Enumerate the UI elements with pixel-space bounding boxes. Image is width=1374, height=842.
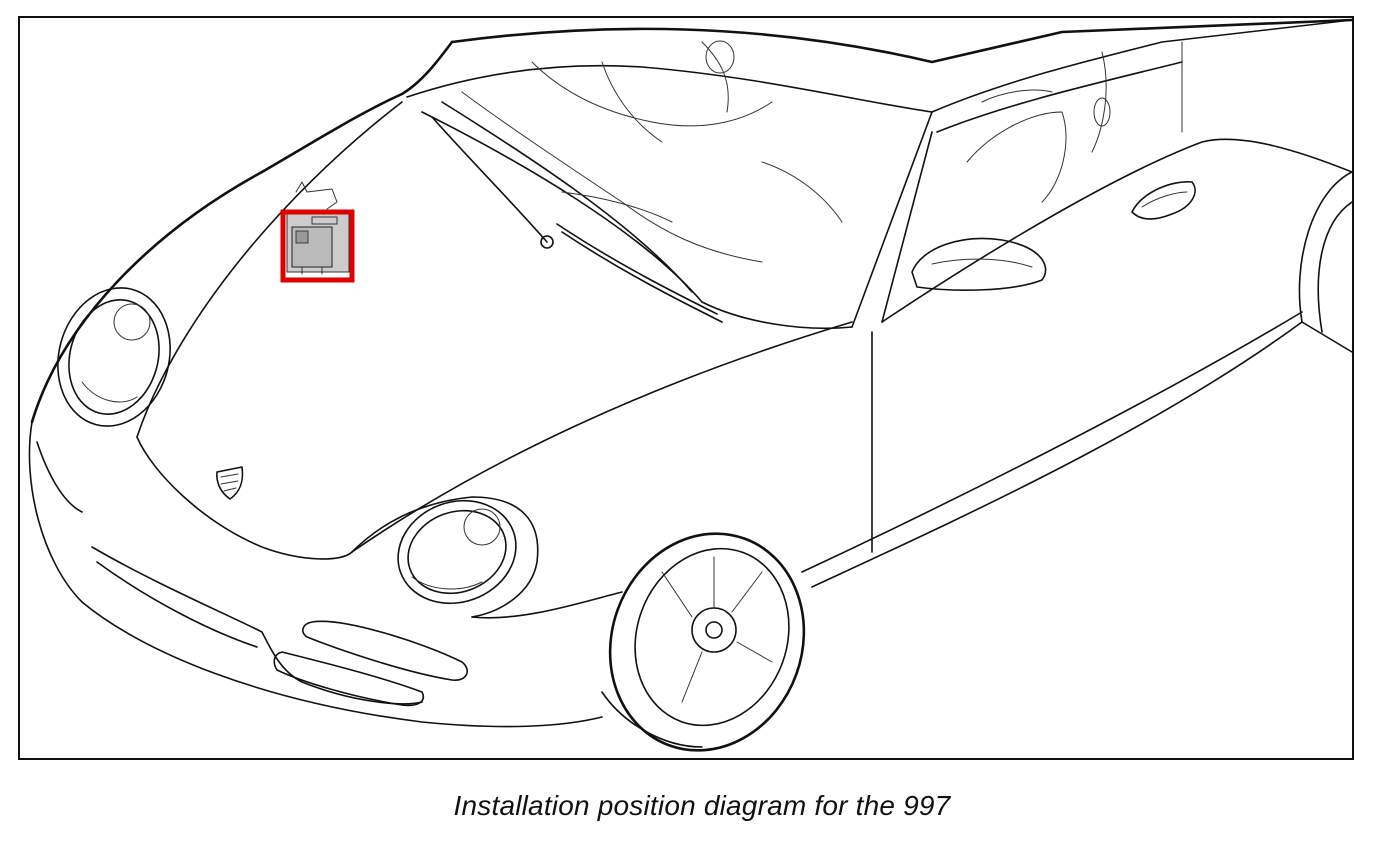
headlight-right — [397, 499, 517, 605]
side-mirror — [911, 237, 1047, 291]
highlight-box — [280, 209, 355, 283]
interior-lines — [461, 40, 1183, 263]
hood-crest — [216, 466, 244, 500]
front-wheel — [601, 532, 806, 752]
headlight-left — [57, 287, 171, 427]
diagram-frame — [18, 16, 1354, 760]
door-handle — [1131, 181, 1196, 220]
wiper — [431, 116, 723, 323]
car-body-outline — [28, 18, 1352, 728]
figure-caption: Installation position diagram for the 99… — [453, 790, 951, 821]
car-line-drawing — [28, 18, 1352, 752]
